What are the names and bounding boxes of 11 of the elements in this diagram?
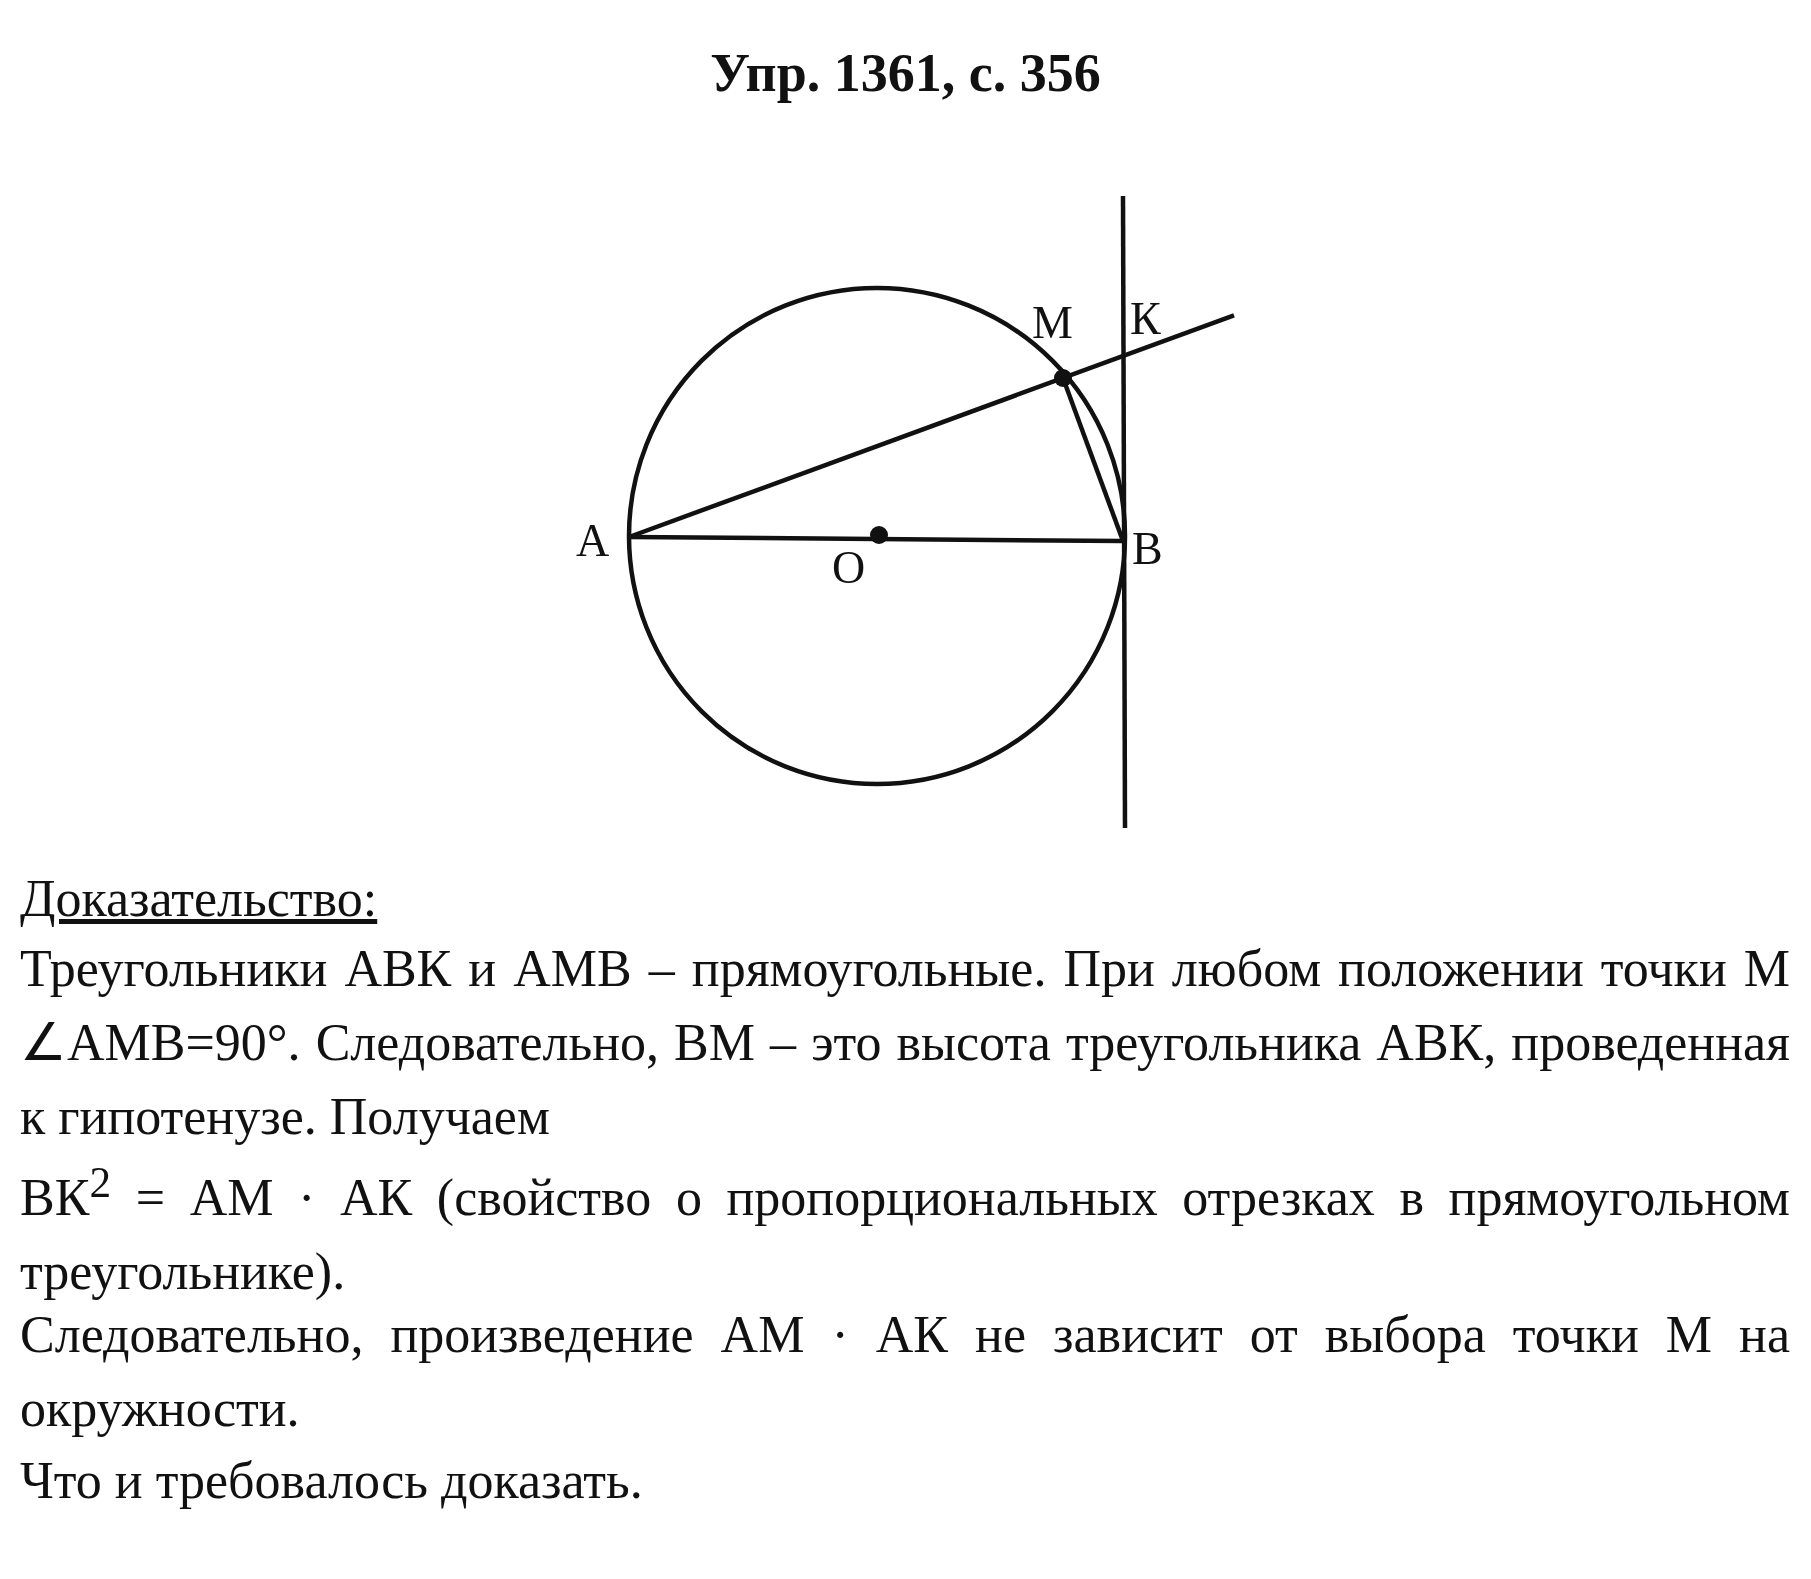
- point-label: К: [1130, 292, 1161, 346]
- proof-paragraph: ВК$^{2}$ = АМ · АК (свойство о пропорциональных отрезках в прямоугольном треугольнике).: [20, 1157, 1790, 1303]
- proof-paragraph: Следовательно, произведение АМ · АК не зависит от выбора точки М на окружности.: [20, 1305, 1790, 1439]
- point-label: А: [576, 514, 610, 568]
- point-label: О: [832, 541, 866, 595]
- proof-conclusion: Что и требовалось доказать.: [20, 1451, 643, 1511]
- point-label: М: [1032, 296, 1073, 350]
- title: Упр. 1361, с. 356: [709, 42, 1102, 104]
- point-label: В: [1132, 522, 1163, 576]
- proof-heading: Доказательство:: [20, 869, 378, 929]
- proof-paragraph: Треугольники АВК и АМВ – прямоугольные. При любом положении точки М ∠АМВ=90°. Следовательно, ВМ – это высота треугольника АВК, проведенная к гипотенузе. Получаем: [20, 939, 1790, 1147]
